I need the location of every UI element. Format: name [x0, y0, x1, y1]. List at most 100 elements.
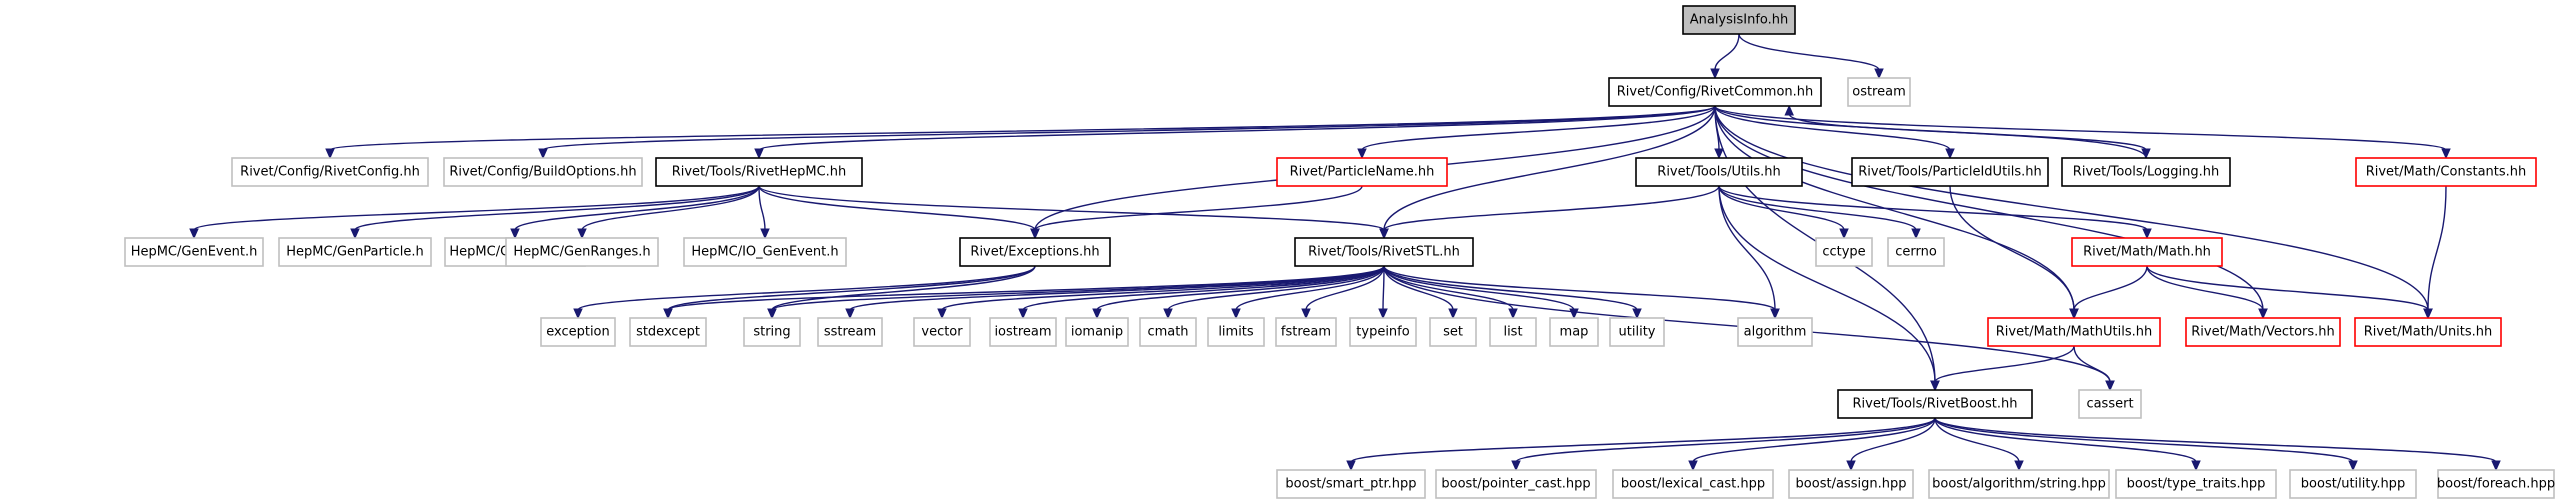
edge-mathhh-to-vectors — [2146, 265, 2268, 320]
node-box — [629, 317, 707, 347]
node-box — [1887, 237, 1945, 267]
node-label: Rivet/Math/Vectors.hh — [2191, 325, 2335, 340]
node-vectors[interactable]: Rivet/Math/Vectors.hh — [2185, 317, 2341, 347]
node-foreach: boost/foreach.hpp — [2437, 469, 2555, 499]
node-constants[interactable]: Rivet/Math/Constants.hh — [2355, 157, 2537, 187]
node-label: algorithm — [1744, 325, 1807, 340]
node-label: Rivet/Exceptions.hh — [970, 245, 1099, 260]
node-algorithm: algorithm — [1737, 317, 1813, 347]
node-assign: boost/assign.hpp — [1788, 469, 1914, 499]
edge-rivetcommon-to-rivethepmc — [754, 105, 1716, 160]
node-label: Rivet/Math/Constants.hh — [2366, 165, 2527, 180]
node-box — [655, 157, 863, 187]
node-utility: utility — [1609, 317, 1665, 347]
node-utils[interactable]: Rivet/Tools/Utils.hh — [1635, 157, 1803, 187]
node-label: string — [753, 325, 790, 340]
node-box — [2185, 317, 2341, 347]
node-box — [1276, 469, 1426, 499]
edge-rivetcommon-to-rivetconfig — [325, 105, 1716, 160]
edge-rivetstl-to-fstream — [1301, 265, 1385, 320]
node-units[interactable]: Rivet/Math/Units.hh — [2354, 317, 2502, 347]
node-label: boost/pointer_cast.hpp — [1441, 477, 1590, 492]
edge-rivetboost-to-lexicalcast — [1688, 417, 1936, 472]
node-label: boost/foreach.hpp — [2437, 477, 2555, 492]
edge-rivethepmc-to-exceptions — [758, 185, 1040, 240]
node-label: iostream — [994, 325, 1051, 340]
edge-rivethepmc-to-rivetstl — [758, 185, 1389, 240]
node-box — [1682, 5, 1796, 35]
edge-rivetstl-to-iostream — [1018, 265, 1385, 320]
node-label: set — [1443, 325, 1463, 340]
node-box — [1065, 317, 1129, 347]
node-mathhh[interactable]: Rivet/Math/Math.hh — [2071, 237, 2223, 267]
edge-rivetcommon-to-constants — [1714, 105, 2451, 160]
node-genevent: HepMC/GenEvent.h — [124, 237, 264, 267]
node-stdexcept: stdexcept — [629, 317, 707, 347]
node-box — [2354, 317, 2502, 347]
node-exception: exception — [540, 317, 616, 347]
node-rivetcommon[interactable]: Rivet/Config/RivetCommon.hh — [1608, 77, 1822, 107]
node-label: cerrno — [1895, 245, 1937, 260]
node-box — [505, 237, 659, 267]
edge-utils-to-cerrno — [1718, 185, 1921, 240]
node-rivethepmc[interactable]: Rivet/Tools/RivetHepMC.hh — [655, 157, 863, 187]
edge-analysisinfo-to-ostream — [1738, 33, 1884, 80]
node-box — [278, 237, 432, 267]
node-cassert: cassert — [2078, 389, 2142, 419]
node-exceptions[interactable]: Rivet/Exceptions.hh — [959, 237, 1111, 267]
node-box — [743, 317, 801, 347]
node-box — [1737, 317, 1813, 347]
edge-rivetstl-to-cmath — [1163, 265, 1385, 320]
node-logging[interactable]: Rivet/Tools/Logging.hh — [2061, 157, 2231, 187]
node-box — [1349, 317, 1417, 347]
node-analysisinfo[interactable]: AnalysisInfo.hh — [1682, 5, 1796, 35]
edge-particleidutils-to-mathutils — [1949, 185, 2079, 320]
node-label: Rivet/Config/RivetConfig.hh — [240, 165, 420, 180]
edge-rivetstl-to-limits — [1231, 265, 1385, 320]
edge-rivetstl-to-algorithm — [1383, 265, 1780, 320]
node-cmath: cmath — [1139, 317, 1197, 347]
node-label: cctype — [1822, 245, 1865, 260]
node-label: Rivet/Tools/Utils.hh — [1657, 165, 1780, 180]
node-label: Rivet/Tools/Logging.hh — [2073, 165, 2219, 180]
node-box — [1788, 469, 1914, 499]
edge-mathhh-to-mathutils — [2069, 265, 2148, 320]
node-label: boost/utility.hpp — [2301, 477, 2405, 492]
edge-logging-to-rivetcommon — [1784, 104, 2147, 159]
node-iogenevent: HepMC/IO_GenEvent.h — [683, 237, 847, 267]
node-iostream: iostream — [989, 317, 1057, 347]
node-label: Rivet/Tools/ParticleIdUtils.hh — [1858, 165, 2042, 180]
edge-rivetcommon-to-particleidutils — [1714, 105, 1955, 160]
node-rivetstl[interactable]: Rivet/Tools/RivetSTL.hh — [1294, 237, 1474, 267]
node-genranges: HepMC/GenRanges.h — [505, 237, 659, 267]
edge-rivetcommon-to-particlename — [1357, 105, 1716, 160]
node-particleidutils[interactable]: Rivet/Tools/ParticleIdUtils.hh — [1851, 157, 2049, 187]
node-cerrno: cerrno — [1887, 237, 1945, 267]
edge-utils-to-rivetboost — [1718, 185, 1940, 392]
edge-rivetcommon-to-buildoptions — [538, 105, 1716, 160]
edge-rivetstl-to-iomanip — [1092, 265, 1385, 320]
node-label: Rivet/ParticleName.hh — [1290, 165, 1435, 180]
node-set: set — [1429, 317, 1477, 347]
node-box — [2115, 469, 2277, 499]
node-box — [1489, 317, 1537, 347]
node-particlename[interactable]: Rivet/ParticleName.hh — [1276, 157, 1448, 187]
node-box — [443, 157, 643, 187]
node-box — [1276, 157, 1448, 187]
node-box — [2437, 469, 2555, 499]
node-label: stdexcept — [636, 325, 700, 340]
node-label: boost/lexical_cast.hpp — [1621, 477, 1765, 492]
node-label: vector — [921, 325, 963, 340]
edge-analysisinfo-to-rivetcommon — [1710, 33, 1740, 80]
node-typeinfo: typeinfo — [1349, 317, 1417, 347]
edge-rivetstl-to-string — [767, 265, 1385, 320]
edge-rivetstl-to-sstream — [845, 265, 1385, 320]
node-rivetboost[interactable]: Rivet/Tools/RivetBoost.hh — [1837, 389, 2033, 419]
node-label: map — [1560, 325, 1589, 340]
node-box — [1429, 317, 1477, 347]
node-string: string — [743, 317, 801, 347]
node-box — [1139, 317, 1197, 347]
node-box — [2289, 469, 2417, 499]
node-mathutils[interactable]: Rivet/Math/MathUtils.hh — [1987, 317, 2161, 347]
